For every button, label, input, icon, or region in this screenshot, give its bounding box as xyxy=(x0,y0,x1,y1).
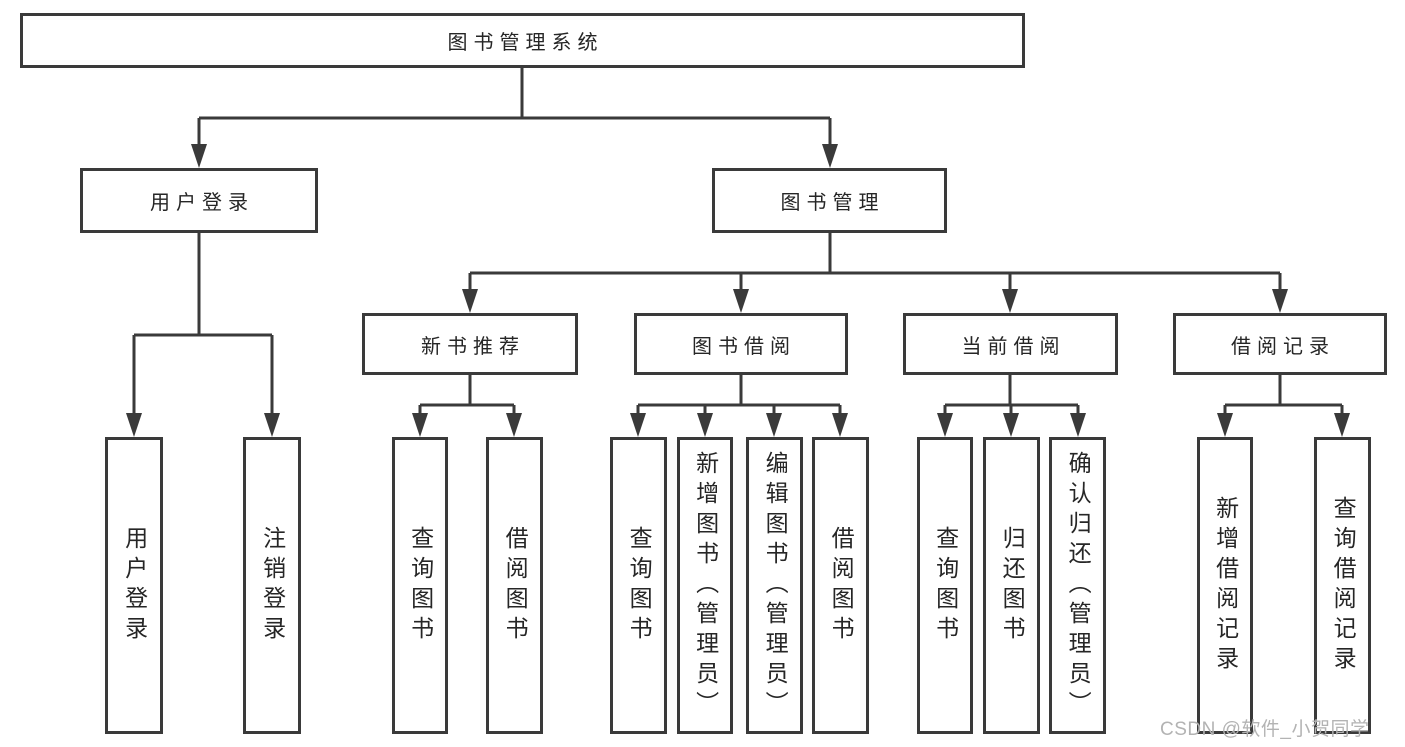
arrow-down-icon xyxy=(462,289,478,313)
node-new-book-recommend: 新书推荐 xyxy=(362,313,578,375)
leaf-label: 查询图书 xyxy=(626,525,653,646)
leaf-label: 查询图书 xyxy=(932,525,959,646)
arrow-down-icon xyxy=(822,144,838,168)
leaf-add-borrow-record: 新增借阅记录 xyxy=(1197,437,1253,734)
node-label: 借阅记录 xyxy=(1231,335,1335,358)
node-book-management: 图书管理 xyxy=(712,168,947,233)
leaf-label: 查询借阅记录 xyxy=(1330,495,1357,676)
arrow-down-icon xyxy=(1070,413,1086,437)
leaf-add-book-admin: 新增图书（管理员） xyxy=(677,437,733,734)
node-label: 当前借阅 xyxy=(961,335,1066,358)
arrow-down-icon xyxy=(630,413,646,437)
leaf-return-book: 归还图书 xyxy=(983,437,1040,734)
leaf-label: 新增借阅记录 xyxy=(1212,495,1239,676)
node-library-system: 图书管理系统 xyxy=(20,13,1025,68)
leaf-query-books-borrow: 查询图书 xyxy=(610,437,667,734)
node-borrow-records: 借阅记录 xyxy=(1173,313,1387,375)
csdn-watermark: CSDN @软件_小贺同学 xyxy=(1160,719,1370,740)
leaf-borrow-books-recommend: 借阅图书 xyxy=(486,437,543,734)
arrow-down-icon xyxy=(1002,289,1018,313)
leaf-edit-book-admin: 编辑图书（管理员） xyxy=(746,437,803,734)
arrow-down-icon xyxy=(1217,413,1233,437)
arrow-down-icon xyxy=(126,413,142,437)
arrow-down-icon xyxy=(412,413,428,437)
node-current-borrow: 当前借阅 xyxy=(903,313,1118,375)
leaf-query-borrow-record: 查询借阅记录 xyxy=(1314,437,1371,734)
leaf-label: 归还图书 xyxy=(999,525,1026,646)
node-book-borrow: 图书借阅 xyxy=(634,313,848,375)
leaf-label: 用户登录 xyxy=(121,525,148,646)
node-label: 图书借阅 xyxy=(692,335,796,358)
leaf-label: 确认归还（管理员） xyxy=(1065,450,1092,721)
arrow-down-icon xyxy=(1334,413,1350,437)
leaf-user-login: 用户登录 xyxy=(105,437,163,734)
arrow-down-icon xyxy=(191,144,207,168)
arrow-down-icon xyxy=(1272,289,1288,313)
leaf-query-books-current: 查询图书 xyxy=(917,437,973,734)
leaf-label: 编辑图书（管理员） xyxy=(762,450,789,721)
leaf-logout: 注销登录 xyxy=(243,437,301,734)
leaf-label: 查询图书 xyxy=(407,525,434,646)
arrow-down-icon xyxy=(937,413,953,437)
arrow-down-icon xyxy=(766,413,782,437)
node-label: 图书管理 xyxy=(780,192,885,214)
arrow-down-icon xyxy=(733,289,749,313)
leaf-confirm-return-admin: 确认归还（管理员） xyxy=(1049,437,1106,734)
arrow-down-icon xyxy=(1003,413,1019,437)
leaf-label: 借阅图书 xyxy=(502,525,529,646)
arrow-down-icon xyxy=(697,413,713,437)
node-label: 图书管理系统 xyxy=(447,32,604,54)
leaf-label: 借阅图书 xyxy=(828,525,855,646)
leaf-query-books-recommend: 查询图书 xyxy=(392,437,448,734)
arrow-down-icon xyxy=(506,413,522,437)
node-label: 用户登录 xyxy=(150,192,254,214)
arrow-down-icon xyxy=(832,413,848,437)
arrow-down-icon xyxy=(264,413,280,437)
leaf-label: 新增图书（管理员） xyxy=(692,450,719,721)
leaf-borrow-book: 借阅图书 xyxy=(812,437,869,734)
leaf-label: 注销登录 xyxy=(259,525,286,646)
node-label: 新书推荐 xyxy=(421,335,525,358)
node-user-login: 用户登录 xyxy=(80,168,318,233)
